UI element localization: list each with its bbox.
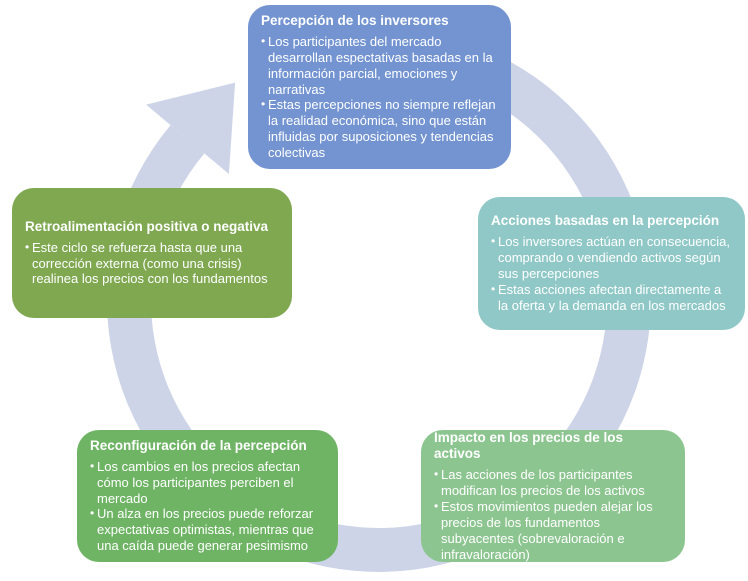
cycle-node-percepcion-inversores: Percepción de los inversores • Los parti… bbox=[248, 5, 511, 169]
cycle-node-impacto-precios-activos: Impacto en los precios de los activos • … bbox=[421, 430, 685, 562]
bullet-item: • Los cambios en los precios afectan cóm… bbox=[90, 459, 325, 507]
cycle-node-reconfiguracion-percepcion: Reconfiguración de la percepción • Los c… bbox=[77, 430, 338, 562]
bullet-dot-icon: • bbox=[491, 234, 496, 249]
bullet-dot-icon: • bbox=[90, 458, 95, 473]
bullet-text: Los participantes del mercado desarrolla… bbox=[268, 34, 493, 97]
bullet-dot-icon: • bbox=[491, 281, 496, 296]
bullet-item: • Un alza en los precios puede reforzar … bbox=[90, 506, 325, 554]
bullet-item: • Los inversores actúan en consecuencia,… bbox=[491, 234, 732, 282]
cycle-node-acciones-basadas-percepcion: Acciones basadas en la percepción • Los … bbox=[478, 197, 745, 330]
bullet-item: • Los participantes del mercado desarrol… bbox=[261, 34, 498, 97]
bullet-text: Las acciones de los participantes modifi… bbox=[441, 467, 645, 499]
bullet-dot-icon: • bbox=[261, 34, 266, 48]
bullet-text: Estos movimientos pueden alejar los prec… bbox=[441, 499, 653, 562]
bullet-text: Estas percepciones no siempre reflejan l… bbox=[268, 97, 496, 161]
bullet-item: • Estos movimientos pueden alejar los pr… bbox=[434, 499, 672, 562]
bullet-text: Los cambios en los precios afectan cómo … bbox=[97, 458, 301, 506]
bullet-text: Este ciclo se refuerza hasta que una cor… bbox=[32, 239, 268, 287]
bullet-text: Estas acciones afectan directamente a la… bbox=[498, 281, 726, 313]
node-title: Acciones basadas en la percepción bbox=[491, 213, 720, 229]
bullet-dot-icon: • bbox=[434, 467, 439, 482]
cycle-arrowhead-icon bbox=[146, 82, 236, 174]
bullet-dot-icon: • bbox=[434, 499, 439, 514]
bullet-dot-icon: • bbox=[90, 506, 95, 521]
node-title: Reconfiguración de la percepción bbox=[90, 437, 307, 453]
bullet-item: • Estas acciones afectan directamente a … bbox=[491, 282, 732, 314]
bullet-text: Un alza en los precios puede reforzar ex… bbox=[97, 506, 314, 554]
node-title: Impacto en los precios de los activos bbox=[434, 429, 624, 462]
bullet-dot-icon: • bbox=[25, 239, 30, 254]
bullet-item: • Las acciones de los participantes modi… bbox=[434, 467, 672, 499]
bullet-item: • Estas percepciones no siempre reflejan… bbox=[261, 97, 498, 160]
node-title: Percepción de los inversores bbox=[261, 13, 449, 29]
bullet-text: Los inversores actúan en consecuencia, c… bbox=[498, 234, 730, 281]
bullet-dot-icon: • bbox=[261, 97, 266, 112]
node-title: Retroalimentación positiva o negativa bbox=[25, 218, 269, 234]
bullet-item: • Este ciclo se refuerza hasta que una c… bbox=[25, 240, 279, 288]
cycle-node-retroalimentacion: Retroalimentación positiva o negativa • … bbox=[12, 188, 292, 318]
